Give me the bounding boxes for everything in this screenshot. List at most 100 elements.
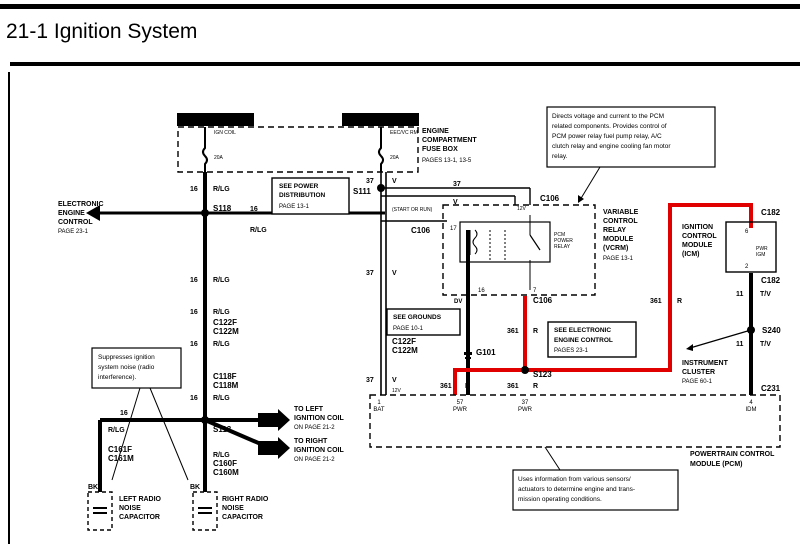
power-dist-box — [271, 177, 350, 215]
wire-361-c: 361 — [507, 383, 519, 390]
vcrm-note-2: related components. Provides control of — [552, 123, 667, 130]
connector-c122m: C122M — [213, 327, 239, 336]
right-coil-3: ON PAGE 21-2 — [294, 457, 335, 463]
wire-bk-b: BK — [88, 484, 98, 491]
grounds-text-2: PAGE 10-1 — [393, 326, 424, 332]
icm-pwr: PWR — [756, 246, 768, 252]
wire-37-a: 37 — [366, 178, 374, 185]
wire-bk-a: BK — [190, 484, 200, 491]
grounds-box — [386, 308, 461, 336]
vcrm-module: PCM POWER RELAY 17 16 7 12V VARIABLE CON… — [442, 204, 639, 296]
wire-r-b: R — [465, 383, 470, 390]
vcrm-text-1: VARIABLE — [603, 209, 639, 216]
vcrm-text-4: MODULE — [603, 236, 634, 243]
left-cap-3: CAPACITOR — [119, 514, 160, 521]
pcm-text-1: POWERTRAIN CONTROL — [690, 451, 775, 458]
wire-16-e: 16 — [190, 341, 198, 348]
left-coil-3: ON PAGE 21-2 — [294, 425, 335, 431]
fuse-ign-amp: 20A — [214, 155, 224, 161]
pcm-pin-1: 1 — [377, 400, 381, 406]
vcrm-text-6: PAGE 13-1 — [603, 256, 634, 262]
connector-c106-a: C106 — [411, 226, 431, 235]
wire-37-c: 37 — [366, 270, 374, 277]
header-bottom-rule — [10, 62, 800, 66]
vcrm-12v: 12V — [517, 206, 527, 212]
icm-pin-2: 2 — [745, 264, 749, 270]
vcrm-text-3: RELAY — [603, 227, 626, 234]
connector-c122f: C122F — [213, 318, 237, 327]
ecu2-text-2: ENGINE CONTROL — [554, 337, 613, 344]
power-dist-3: PAGE 13-1 — [279, 204, 310, 210]
ecu2-box — [547, 321, 637, 358]
hot-all-label: HOT AT ALL TIMES — [355, 118, 405, 124]
connector-c118f: C118F — [213, 372, 237, 381]
left-coil-1: TO LEFT — [294, 406, 324, 413]
pcm-power-wire — [453, 203, 753, 395]
icm-text-4: (ICM) — [682, 251, 700, 258]
vcrm-pin-16: 16 — [478, 288, 485, 294]
splice-s240: S240 — [762, 326, 781, 335]
right-cap-2: NOISE — [222, 505, 244, 512]
wire-r-a: R — [533, 328, 538, 335]
wire-rlg-f: R/LG — [213, 395, 230, 402]
right-cap-3: CAPACITOR — [222, 514, 263, 521]
connector-c106-b: C106 — [540, 194, 560, 203]
wire-16-a: 16 — [190, 186, 198, 193]
wire-361-d: 361 — [650, 298, 662, 305]
icm-text-2: CONTROL — [682, 233, 717, 240]
vcrm-note-3: PCM power relay fuel pump relay, A/C — [552, 133, 662, 140]
wire-16-c: 16 — [190, 277, 198, 284]
ecu-text-3: CONTROL — [58, 219, 93, 226]
connector-c160f: C160F — [213, 459, 237, 468]
start-run-a: (START OR RUN) — [392, 207, 433, 213]
connector-c160m: C160M — [213, 468, 239, 477]
wire-tv-b: T/V — [760, 341, 771, 348]
pcm-pin-37-label: PWR — [518, 407, 533, 413]
vcrm-note-4: clutch relay and engine cooling fan moto… — [552, 143, 671, 150]
relay-label-2: POWER — [554, 238, 573, 244]
connector-c161m: C161M — [108, 454, 134, 463]
wire-16-f: 16 — [190, 395, 198, 402]
cluster-text-1: INSTRUMENT — [682, 360, 729, 367]
wire-v-a: V — [392, 178, 397, 185]
wire-r-c: R — [533, 383, 538, 390]
cluster-text-2: CLUSTER — [682, 369, 715, 376]
vcrm-pin-17: 17 — [450, 226, 457, 232]
wire-37-d: 37 — [366, 377, 374, 384]
suppress-note-3: interference). — [98, 374, 136, 381]
fuse-eec-amp: 20A — [390, 155, 400, 161]
pcm-pin-57: 57 — [457, 400, 464, 406]
fusebox-name-2: COMPARTMENT — [422, 137, 477, 144]
relay-label-1: PCM — [554, 232, 565, 238]
pcm-pin-4: 4 — [749, 400, 753, 406]
icm-igm: IGM — [756, 252, 765, 258]
suppress-note-box — [91, 347, 182, 389]
vcrm-text-5: (VCRM) — [603, 245, 628, 252]
suppress-note-1: Suppresses ignition — [98, 354, 155, 361]
fuse-eec-label: EEC/VC RM — [390, 130, 418, 136]
wire-r-d: R — [677, 298, 682, 305]
fuse-box: HOT IN START OR RUN HOT AT ALL TIMES IGN… — [177, 113, 477, 173]
right-coil-2: IGNITION COIL — [294, 447, 345, 454]
ecu-text-2: ENGINE — [58, 210, 85, 217]
connector-c231: C231 — [761, 384, 781, 393]
wire-11-a: 11 — [736, 291, 744, 298]
connector-c122f-b: C122F — [392, 337, 416, 346]
ecu2-text-3: PAGES 23-1 — [554, 348, 589, 354]
connector-c106-c: C106 — [533, 296, 553, 305]
wire-361-a: 361 — [507, 328, 519, 335]
fusebox-name-1: ENGINE — [422, 128, 449, 135]
page-title: 21-1 Ignition System — [6, 20, 198, 43]
arrow-h-label: H — [272, 417, 278, 426]
ecu2-text-1: SEE ELECTRONIC — [554, 327, 611, 334]
pcm-12v: 12V — [392, 388, 402, 394]
connector-c182-a: C182 — [761, 208, 781, 217]
arrow-j-label: J — [272, 445, 276, 454]
ecu-text-4: PAGE 23-1 — [58, 229, 89, 235]
wire-rlg-g: R/LG — [213, 452, 230, 459]
cluster-text-3: PAGE 60-1 — [682, 379, 713, 385]
power-dist-2: DISTRIBUTION — [279, 192, 326, 199]
pcm-pin-1-label: BAT — [373, 407, 385, 413]
ecu-text-1: ELECTRONIC — [58, 201, 104, 208]
vcrm-note-1: Directs voltage and current to the PCM — [552, 113, 664, 120]
